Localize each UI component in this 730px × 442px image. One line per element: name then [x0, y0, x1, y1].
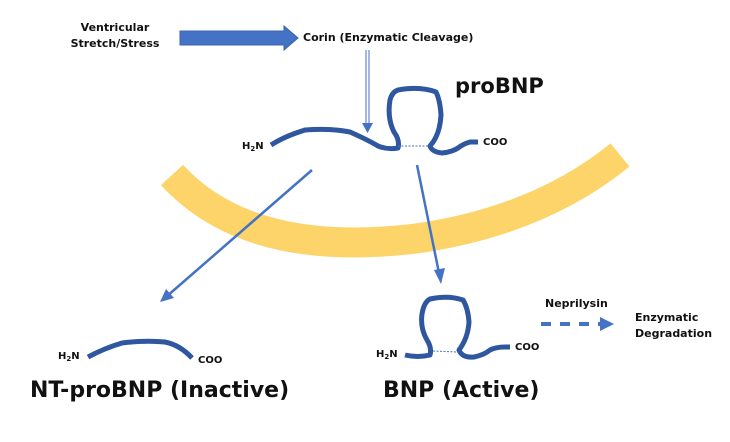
stimulus-label-line1: Ventricular — [80, 21, 150, 34]
bnp-label: BNP (Active) — [383, 378, 540, 403]
probnp-label: proBNP — [455, 74, 544, 98]
ntprobnp-peptide — [86, 338, 194, 360]
cell-membrane-band — [160, 143, 630, 258]
n-terminus-h: H — [242, 141, 251, 152]
stimulus-label: Ventricular Stretch/Stress — [60, 20, 170, 52]
probnp-peptide — [269, 85, 478, 156]
ntprobnp-c-terminus: COO — [198, 355, 223, 366]
bnp-disulfide-bond — [432, 350, 458, 353]
degradation-label-line2: Degradation — [635, 327, 713, 340]
ntprobnp-n-terminus: H2N — [58, 351, 80, 365]
n-terminus-n: N — [255, 141, 264, 152]
corin-label: Corin (Enzymatic Cleavage) — [303, 31, 474, 44]
neprilysin-label: Neprilysin — [545, 297, 608, 310]
stimulus-label-line2: Stretch/Stress — [70, 37, 160, 50]
bnp-peptide — [404, 294, 510, 360]
arrow-to-bnp — [415, 164, 445, 284]
n-terminus-n: N — [71, 351, 80, 362]
n-terminus-h: H — [376, 349, 385, 360]
neprilysin-dashed-arrow — [541, 317, 614, 331]
n-terminus-subscript: 2 — [66, 355, 72, 363]
arrow-to-ntprobnp — [160, 169, 313, 302]
bnp-c-terminus: COO — [515, 342, 540, 353]
ntprobnp-label: NT-proBNP (Inactive) — [30, 378, 290, 403]
n-terminus-subscript: 2 — [250, 145, 256, 153]
corin-cleavage-arrow — [362, 50, 373, 133]
probnp-n-terminus: H2N — [242, 141, 264, 155]
n-terminus-h: H — [58, 351, 67, 362]
degradation-label: Enzymatic Degradation — [635, 310, 712, 342]
block-arrow-stimulus-to-corin — [179, 24, 299, 52]
degradation-label-line1: Enzymatic — [635, 311, 699, 324]
bnp-n-terminus: H2N — [376, 349, 398, 363]
n-terminus-n: N — [389, 349, 398, 360]
n-terminus-subscript: 2 — [384, 353, 390, 361]
probnp-c-terminus: COO — [483, 137, 508, 148]
